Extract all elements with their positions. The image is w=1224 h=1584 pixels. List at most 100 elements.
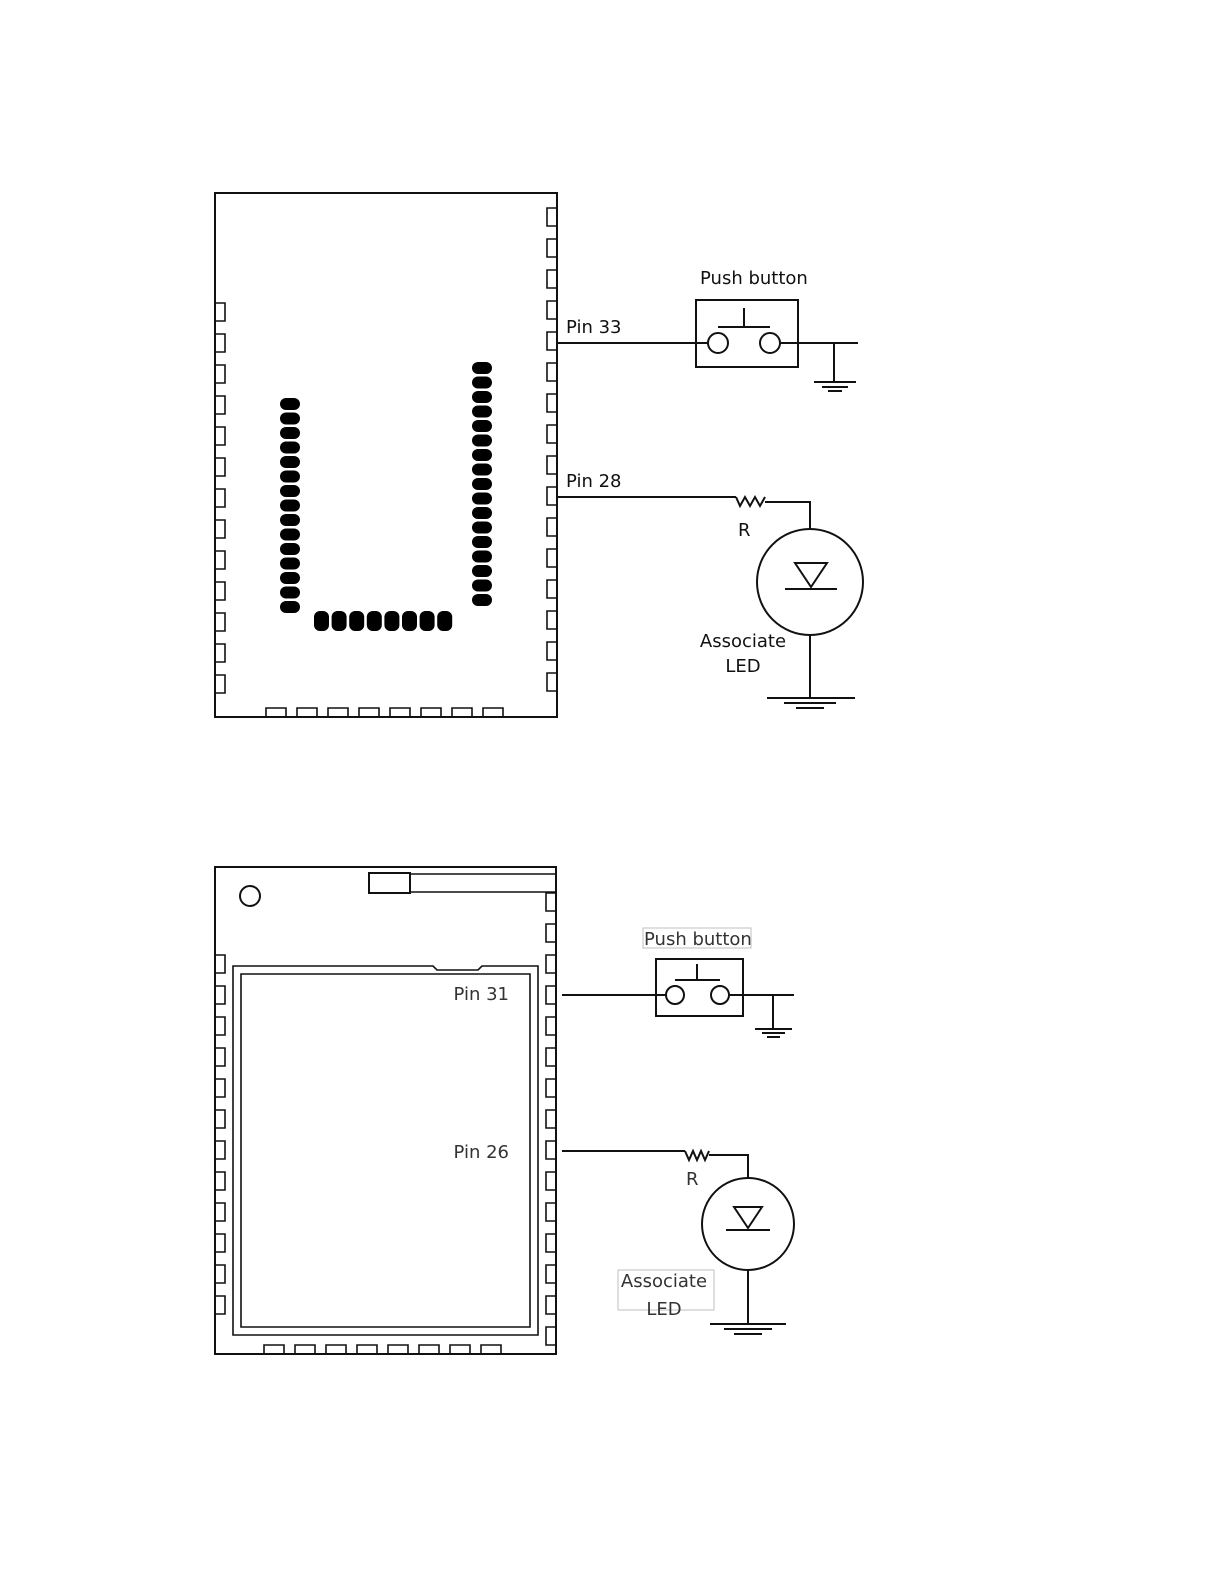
pin-31-label: Pin 31 (454, 984, 510, 1005)
resistor-2-wire (709, 1155, 748, 1179)
castellated-pad (215, 303, 225, 321)
castellated-pad (215, 1265, 225, 1283)
castellated-pad (546, 1017, 556, 1035)
inner-pad (472, 551, 492, 563)
inner-pad (472, 536, 492, 548)
inner-pad (280, 543, 300, 555)
inner-pad (280, 442, 300, 454)
inner-pad (280, 587, 300, 599)
inner-pad (349, 611, 364, 631)
castellated-pad (546, 893, 556, 911)
module-2-outline (215, 867, 556, 1354)
castellated-pad (215, 1296, 225, 1314)
castellated-pad (547, 549, 557, 567)
castellated-pad (547, 270, 557, 288)
castellated-pad (547, 642, 557, 660)
module-2-castellated-bottom (264, 1345, 501, 1354)
castellated-pad (421, 708, 441, 717)
inner-pad (280, 398, 300, 410)
inner-pad (280, 456, 300, 468)
castellated-pad (215, 1203, 225, 1221)
castellated-pad (547, 425, 557, 443)
inner-pad (280, 500, 300, 512)
castellated-pad (452, 708, 472, 717)
castellated-pad (547, 363, 557, 381)
castellated-pad (215, 582, 225, 600)
castellated-pad (547, 518, 557, 536)
inner-pad (472, 362, 492, 374)
castellated-pad (215, 458, 225, 476)
castellated-pad (359, 708, 379, 717)
castellated-pad (215, 955, 225, 973)
inner-pad (472, 435, 492, 447)
pin-28-label: Pin 28 (566, 471, 622, 492)
castellated-pad (215, 986, 225, 1004)
inner-pad (280, 529, 300, 541)
inner-pad (472, 406, 492, 418)
castellated-pad (326, 1345, 346, 1354)
ground-icon (755, 1029, 792, 1037)
inner-pad (472, 594, 492, 606)
inner-pad (280, 601, 300, 613)
inner-pad (280, 558, 300, 570)
castellated-pad (215, 1048, 225, 1066)
module-2-castellated-right (546, 893, 556, 1345)
module-1-inner-pads-left (280, 398, 300, 613)
castellated-pad (297, 708, 317, 717)
inner-pad (280, 514, 300, 526)
inner-pad (472, 507, 492, 519)
castellated-pad (215, 1017, 225, 1035)
castellated-pad (547, 580, 557, 598)
castellated-pad (547, 332, 557, 350)
inner-pad (332, 611, 347, 631)
associate-led-label-line1: Associate (621, 1271, 707, 1292)
castellated-pad (547, 208, 557, 226)
inner-pad (280, 485, 300, 497)
associate-led-label-line1: Associate (700, 631, 786, 652)
castellated-pad (546, 986, 556, 1004)
castellated-pad (547, 487, 557, 505)
module-1-castellated-right (547, 208, 557, 691)
inner-pad (472, 522, 492, 534)
ground-icon (710, 1324, 786, 1334)
castellated-pad (215, 1234, 225, 1252)
resistor-icon (736, 497, 765, 506)
led-icon (702, 1178, 794, 1270)
castellated-pad (390, 708, 410, 717)
inner-pad (472, 565, 492, 577)
resistor-label: R (686, 1169, 699, 1190)
castellated-pad (546, 955, 556, 973)
diagram-2: Pin 31 Pin 26 Push button R (215, 867, 794, 1354)
inner-pad (472, 377, 492, 389)
castellated-pad (266, 708, 286, 717)
inner-pad (420, 611, 435, 631)
castellated-pad (546, 1296, 556, 1314)
associate-led-label-line2: LED (725, 656, 760, 677)
module-2-mounting-hole (240, 886, 260, 906)
castellated-pad (546, 924, 556, 942)
castellated-pad (215, 675, 225, 693)
castellated-pad (546, 1110, 556, 1128)
castellated-pad (547, 394, 557, 412)
module-1-inner-pads-right (472, 362, 492, 606)
castellated-pad (546, 1141, 556, 1159)
push-button-label: Push button (700, 268, 808, 289)
castellated-pad (419, 1345, 439, 1354)
led-icon (757, 529, 863, 635)
castellated-pad (215, 613, 225, 631)
inner-pad (402, 611, 417, 631)
inner-pad (367, 611, 382, 631)
castellated-pad (215, 1172, 225, 1190)
push-button-icon (696, 300, 798, 367)
castellated-pad (215, 489, 225, 507)
module-1-outline (215, 193, 557, 717)
castellated-pad (450, 1345, 470, 1354)
resistor-label: R (738, 520, 751, 541)
associate-led-label-line2: LED (646, 1299, 681, 1320)
inner-pad (280, 471, 300, 483)
castellated-pad (546, 1327, 556, 1345)
castellated-pad (215, 520, 225, 538)
inner-pad (472, 580, 492, 592)
castellated-pad (215, 644, 225, 662)
castellated-pad (264, 1345, 284, 1354)
